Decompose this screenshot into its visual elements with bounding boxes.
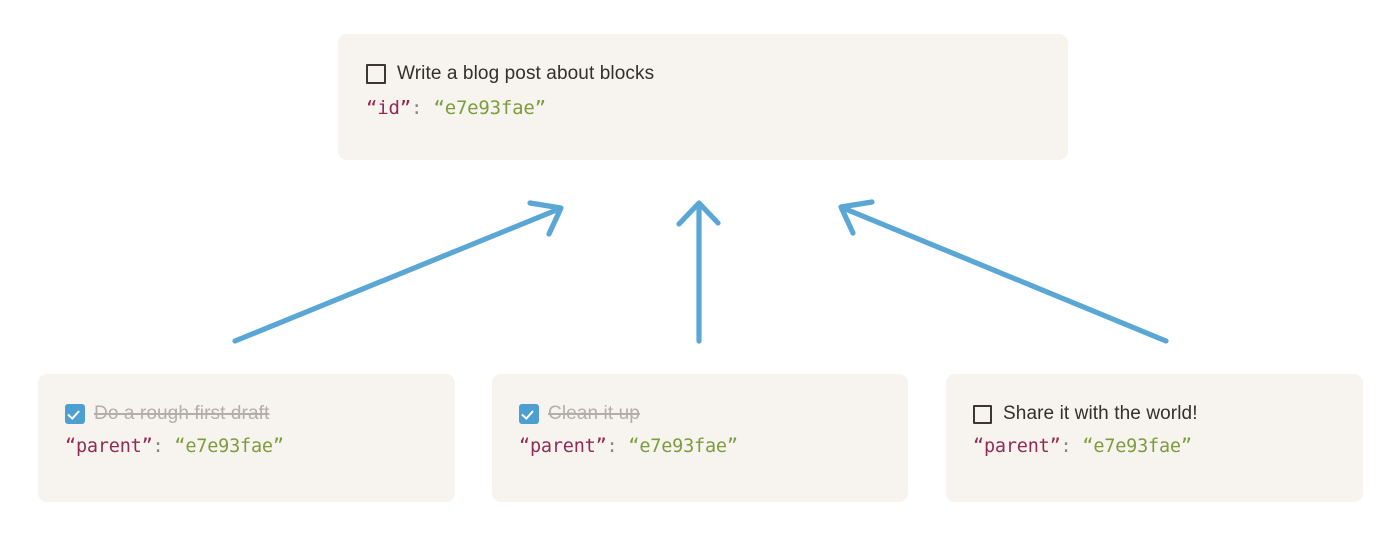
checkbox-checked-icon[interactable]	[65, 404, 85, 424]
parent-task-row: Write a blog post about blocks	[366, 62, 1068, 86]
child-block-card-2[interactable]: Share it with the world! “parent”: “e7e9…	[946, 374, 1363, 502]
arrow-child-0-to-parent	[232, 200, 564, 344]
child-block-card-1[interactable]: Clean it up “parent”: “e7e93fae”	[492, 374, 908, 502]
child-task-row-2: Share it with the world!	[973, 402, 1363, 426]
json-key: “parent”	[973, 436, 1061, 457]
child-task-label-0: Do a rough first draft	[94, 403, 270, 424]
parent-block-card[interactable]: Write a blog post about blocks “id”: “e7…	[338, 34, 1068, 160]
child-task-label-2: Share it with the world!	[1003, 403, 1198, 424]
parent-task-label: Write a blog post about blocks	[397, 63, 655, 84]
json-key: “parent”	[65, 436, 153, 457]
check-tick-icon	[67, 407, 80, 420]
json-key: “id”	[366, 97, 411, 119]
parent-json-line: “id”: “e7e93fae”	[366, 95, 1068, 121]
arrow-child-2-to-parent	[838, 199, 1169, 344]
child-json-line-1: “parent”: “e7e93fae”	[519, 434, 908, 460]
json-colon: :	[606, 436, 618, 457]
child-task-row-1: Clean it up	[519, 402, 908, 426]
json-colon: :	[1060, 436, 1072, 457]
checkbox-checked-icon[interactable]	[519, 404, 539, 424]
json-colon: :	[410, 97, 423, 119]
json-value: “e7e93fae”	[174, 436, 284, 457]
child-block-card-0[interactable]: Do a rough first draft “parent”: “e7e93f…	[38, 374, 455, 502]
json-value: “e7e93fae”	[433, 97, 546, 119]
check-tick-icon	[521, 407, 534, 420]
child-json-line-2: “parent”: “e7e93fae”	[973, 434, 1363, 460]
json-value: “e7e93fae”	[1082, 436, 1192, 457]
json-key: “parent”	[519, 436, 607, 457]
json-colon: :	[152, 436, 164, 457]
json-value: “e7e93fae”	[628, 436, 738, 457]
checkbox-empty-icon[interactable]	[973, 404, 992, 424]
arrow-child-1-to-parent	[676, 200, 721, 344]
child-task-row-0: Do a rough first draft	[65, 402, 455, 426]
child-json-line-0: “parent”: “e7e93fae”	[65, 434, 455, 460]
checkbox-empty-icon[interactable]	[366, 64, 386, 84]
child-task-label-1: Clean it up	[548, 403, 640, 424]
